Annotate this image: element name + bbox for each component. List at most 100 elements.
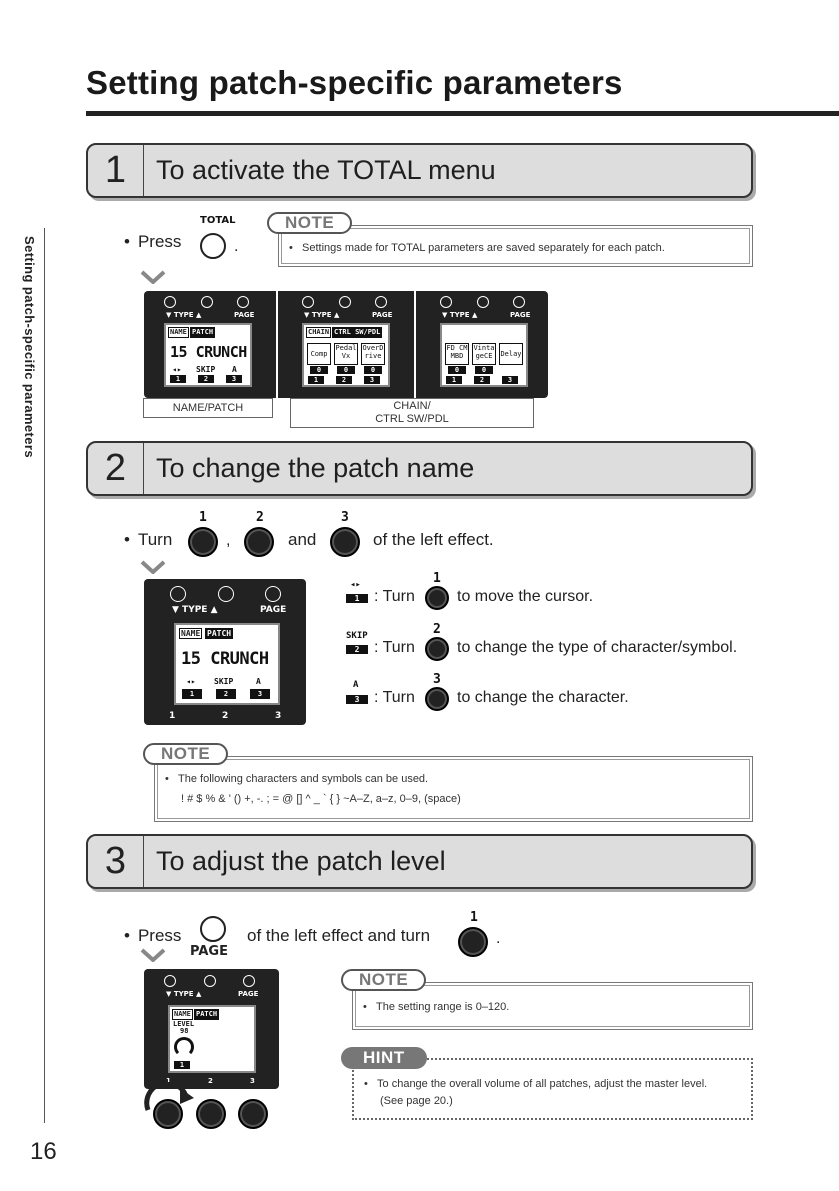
knob-3-icon	[425, 687, 449, 711]
press-text: Press	[137, 926, 182, 945]
lcd-screen: NAME PATCH LEVEL 98 1	[168, 1005, 256, 1073]
knob-label: 3	[341, 510, 349, 525]
legend-text: : Turn	[374, 588, 415, 605]
caption-line: CTRL SW/PDL	[375, 413, 449, 425]
device-strip: ▼ TYPE ▲ PAGE NAME PATCH 15 CRUNCH ◂▸ SK…	[144, 291, 548, 398]
type-label: ▼ TYPE ▲	[166, 311, 202, 319]
footswitch-icon	[204, 975, 216, 987]
char-legend-icon: A	[353, 680, 359, 690]
lcd-key-1: 1	[446, 376, 462, 384]
step1-note-tag: NOTE	[267, 212, 353, 234]
knob-1-icon	[458, 927, 488, 957]
step-title: To adjust the patch level	[156, 846, 446, 876]
effect-slot: FD CM MBD	[445, 343, 469, 365]
lcd-key-1: 1	[308, 376, 324, 384]
footswitch-icon	[237, 296, 249, 308]
chain-tab: CHAIN	[306, 327, 332, 338]
step1-note-text: • Settings made for TOTAL parameters are…	[289, 242, 665, 254]
chevron-down-icon	[140, 270, 166, 284]
panel-divider	[276, 291, 278, 398]
step-title: To activate the TOTAL menu	[156, 155, 496, 185]
footswitch-icon	[201, 296, 213, 308]
total-button-icon	[200, 233, 226, 259]
step3-instruction: •Press	[124, 926, 182, 945]
patch-name-display: 15 CRUNCH	[170, 343, 247, 361]
effect-slot: Comp	[307, 343, 331, 365]
knob-label: 3	[433, 672, 441, 687]
footswitch-icon	[170, 586, 186, 602]
skip-label: SKIP	[214, 677, 234, 686]
lcd-key-1: 1	[174, 1061, 190, 1069]
patch-tab: PATCH	[205, 628, 234, 639]
step2-note-tag: NOTE	[143, 743, 229, 765]
knob-label: 1	[470, 910, 478, 925]
step-1-header: 1 To activate the TOTAL menu	[86, 143, 753, 198]
panel-divider	[414, 291, 416, 398]
side-section-label: Setting patch-specific parameters	[22, 236, 37, 458]
caption-line: CHAIN/	[393, 400, 431, 412]
step-title: To change the patch name	[156, 453, 475, 483]
knob-label: 1	[199, 510, 207, 525]
step3-note-tag: NOTE	[341, 969, 427, 991]
legend-text: to change the character.	[457, 689, 629, 706]
footswitch-icon	[440, 296, 452, 308]
lcd-key-1: 1	[170, 375, 186, 383]
step2-note-line1: • The following characters and symbols c…	[165, 773, 429, 785]
period: .	[496, 930, 501, 947]
page-label: PAGE	[260, 605, 287, 615]
lcd-screen: NAME PATCH 15 CRUNCH ◂▸ SKIP A 1 2 3	[174, 623, 280, 705]
patch-name-display: 15 CRUNCH	[181, 649, 269, 669]
step-3-header: 3 To adjust the patch level	[86, 834, 753, 889]
caption-chain-ctrl: CHAIN/ CTRL SW/PDL	[290, 398, 534, 428]
footswitch-icon	[302, 296, 314, 308]
level-label: LEVEL	[173, 1020, 195, 1028]
lcd-key-3: 3	[250, 689, 270, 699]
step2-note-box: • The following characters and symbols c…	[154, 756, 753, 822]
knob-number: 1	[169, 711, 176, 721]
skip-label: SKIP	[196, 365, 216, 374]
step3-note-text: • The setting range is 0–120.	[363, 1001, 510, 1013]
footswitch-icon	[513, 296, 525, 308]
knob-2-icon	[196, 1099, 226, 1129]
level-value: 98	[180, 1027, 189, 1035]
lcd-screen: NAME PATCH 15 CRUNCH ◂▸ SKIP A 1 2 3	[164, 323, 252, 387]
patch-tab: PATCH	[190, 327, 216, 338]
step1-instruction: •Press	[124, 232, 182, 251]
step-number: 1	[88, 145, 144, 196]
lcd-key-3: 3	[364, 376, 380, 384]
footswitch-icon	[243, 975, 255, 987]
legend-key: 2	[346, 645, 368, 654]
middle-text: of the left effect and turn	[247, 926, 431, 945]
knob-label: 2	[256, 510, 264, 525]
step3-note-box: • The setting range is 0–120.	[352, 982, 753, 1030]
legend-text: to move the cursor.	[457, 588, 594, 605]
effect-slot: Vinta geCE	[472, 343, 496, 365]
knob-3-icon	[238, 1099, 268, 1129]
lcd-key-2: 2	[336, 376, 352, 384]
lcd-key-3: 3	[502, 376, 518, 384]
page-number: 16	[30, 1138, 57, 1165]
type-label: ▼ TYPE ▲	[304, 311, 340, 319]
step-2-header: 2 To change the patch name	[86, 441, 753, 496]
page-label: PAGE	[234, 311, 255, 319]
name-tab: NAME	[172, 1009, 193, 1020]
footswitch-icon	[477, 296, 489, 308]
step2-note-line2: ! # $ % & ' () +, -. ; = @ [] ^ _ ` { } …	[181, 793, 461, 805]
lcd-key-2: 2	[216, 689, 236, 699]
lcd-screen: CHAIN CTRL SW/PDL Comp Pedal Vx OverD ri…	[302, 323, 390, 387]
page-label: PAGE	[238, 990, 259, 998]
knob-number: 2	[208, 1077, 213, 1085]
name-tab: NAME	[168, 327, 189, 338]
effect-slot: Pedal Vx	[334, 343, 358, 365]
value-zero: 0	[310, 366, 328, 374]
a-label: A	[232, 365, 237, 374]
footswitch-icon	[164, 296, 176, 308]
rotate-arrow-icon	[144, 1082, 194, 1111]
device-panel: ▼ TYPE ▲ PAGE NAME PATCH LEVEL 98 1 1 2 …	[144, 969, 279, 1089]
knob-1-icon	[425, 586, 449, 610]
level-knob-icon	[174, 1037, 194, 1057]
knob-1-icon	[188, 527, 218, 557]
cursor-legend-icon: ◂▸	[350, 580, 361, 590]
ctrl-tab: CTRL SW/PDL	[332, 327, 383, 338]
footswitch-icon	[265, 586, 281, 602]
